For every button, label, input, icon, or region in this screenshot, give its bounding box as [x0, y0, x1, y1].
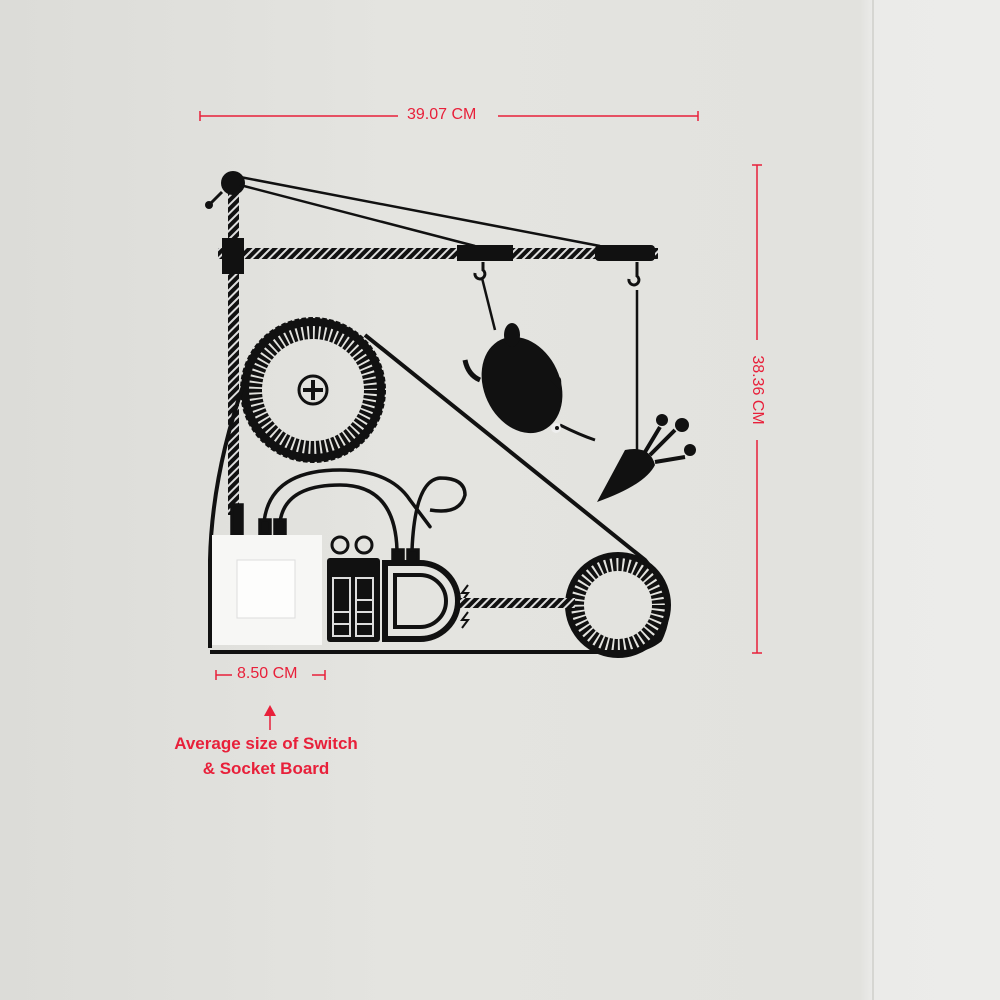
lightning-icon [460, 584, 470, 602]
lightning-icon [460, 611, 470, 629]
bulb-icon [330, 535, 350, 555]
magnet-icon [382, 560, 470, 642]
carrot-icon [597, 414, 696, 502]
wall-corner [872, 0, 874, 1000]
light-switch [212, 535, 322, 645]
note-line-1: Average size of Switch [174, 734, 358, 753]
drive-belt [208, 333, 670, 654]
switch-width-label: 8.50 CM [237, 665, 298, 682]
width-dimension-label: 39.07 CM [407, 106, 477, 123]
rope [460, 598, 575, 608]
hamster-icon [462, 323, 596, 442]
bulb-icon [354, 535, 374, 555]
crane [205, 171, 658, 515]
arrow-up-icon [264, 705, 276, 716]
battery-icon [327, 535, 380, 642]
pulley-icon [221, 171, 245, 195]
note-line-2: & Socket Board [202, 759, 330, 778]
height-dimension-label: 38.36 CM [749, 355, 766, 425]
switch-size-note: Average size of Switch & Socket Board [150, 731, 382, 781]
